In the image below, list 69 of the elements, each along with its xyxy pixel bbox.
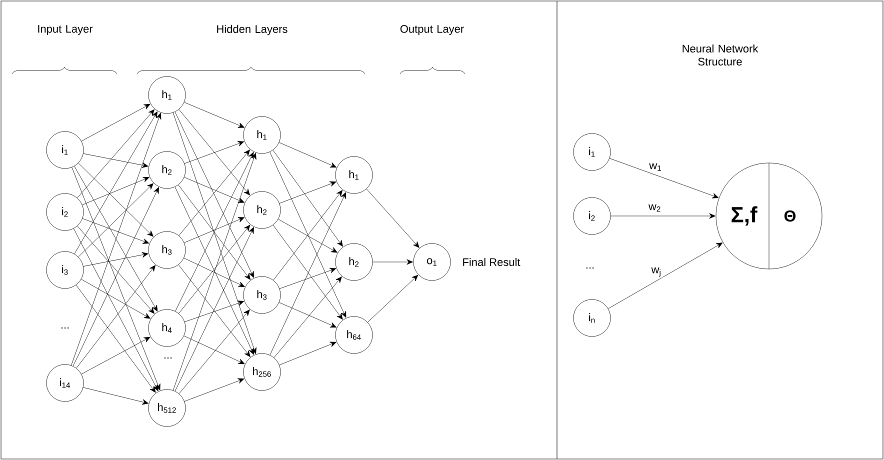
- node-caption: Final Result: [463, 258, 520, 266]
- arrow: [83, 252, 148, 267]
- arrow: [184, 177, 244, 203]
- arrow: [608, 242, 723, 309]
- arrow: [71, 112, 162, 366]
- arrow: [178, 184, 251, 280]
- arrow: [178, 109, 250, 196]
- arrow: [174, 112, 254, 278]
- arrow: [272, 224, 343, 320]
- edge-label: w$_{2}$: [648, 204, 660, 212]
- label-text: ...: [586, 267, 594, 269]
- arrow: [279, 181, 336, 204]
- arrow: [184, 300, 244, 322]
- arrow: [279, 342, 336, 366]
- label-text: Hidden Layers: [217, 24, 288, 36]
- arrow: [184, 378, 244, 402]
- arrow: [81, 336, 150, 374]
- label-text: Neural Network Structure: [682, 44, 758, 66]
- label-text: ...: [164, 357, 172, 359]
- arrow: [74, 166, 158, 312]
- arrow: [76, 265, 156, 368]
- arrow: [81, 279, 151, 319]
- arrow: [82, 177, 150, 206]
- arrow: [74, 111, 158, 254]
- label-text: Output Layer: [400, 25, 464, 35]
- arrow: [274, 276, 342, 358]
- arrow: [609, 158, 719, 198]
- arrow: [77, 109, 155, 198]
- arrow: [610, 213, 716, 219]
- arrow: [278, 142, 337, 168]
- arrow: [174, 227, 254, 392]
- arrow: [72, 187, 159, 366]
- arrow: [72, 167, 160, 390]
- arrow: [184, 258, 245, 287]
- arrow: [272, 150, 343, 247]
- arrow: [270, 192, 346, 356]
- arrow: [278, 219, 338, 253]
- arrow: [273, 190, 343, 280]
- arrow: [372, 259, 413, 265]
- arrow: [184, 217, 244, 243]
- arrow: [184, 336, 245, 364]
- arrow: [73, 228, 158, 392]
- label-text: Input Layer: [38, 25, 93, 35]
- arrow: [78, 162, 154, 237]
- arrow: [178, 224, 250, 314]
- arrow: [172, 152, 256, 391]
- label-text: ...: [61, 327, 69, 329]
- arrow: [76, 284, 156, 393]
- arrow: [270, 152, 346, 318]
- arrow: [184, 102, 244, 128]
- arrow: [279, 268, 336, 289]
- arrow: [81, 104, 150, 142]
- arrow: [82, 218, 150, 244]
- arrow: [174, 186, 254, 355]
- arrow: [175, 152, 254, 312]
- arrow: [178, 150, 250, 236]
- edge-label: w$_{1}$: [649, 163, 662, 171]
- arrow: [77, 226, 155, 314]
- arrow: [184, 141, 244, 164]
- arrow: [278, 302, 337, 328]
- arrow: [82, 387, 149, 405]
- arrow: [172, 112, 256, 354]
- arrow: [178, 310, 250, 394]
- arrow: [83, 153, 148, 168]
- arrow: [366, 188, 420, 248]
- arrow: [178, 264, 250, 358]
- edge-label: w$_{j}$: [651, 267, 660, 277]
- arrow: [367, 274, 418, 322]
- arrow: [78, 183, 154, 258]
